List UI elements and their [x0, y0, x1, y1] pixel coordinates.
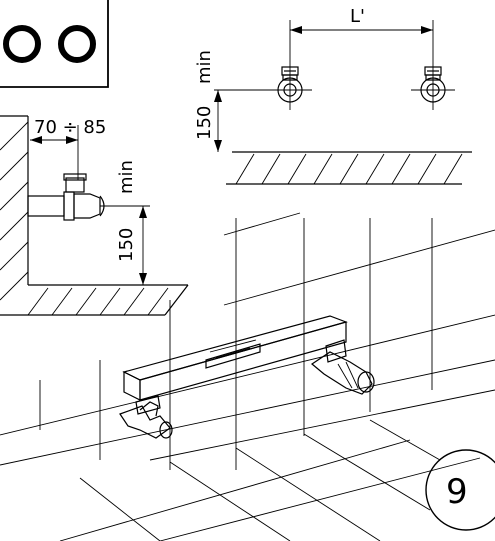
tile-wall-perspective: [0, 212, 495, 541]
valve-left-icon: [268, 65, 312, 110]
level-valve-left-icon: [119, 395, 173, 439]
step-number-badge: 9: [425, 449, 495, 531]
dim-l-prime: L': [350, 6, 365, 27]
dim-70-85: 70 ÷ 85: [34, 117, 106, 138]
top-right-detail: L' min 150: [194, 6, 472, 185]
spirit-level-icon: [122, 315, 348, 401]
dim-min-top: min: [194, 50, 215, 84]
step-number: 9: [446, 472, 468, 512]
valve-right-icon: [411, 65, 455, 110]
dim-150-top: 150: [194, 106, 215, 140]
dim-min-left: min: [116, 160, 137, 194]
level-valve-right-icon: [310, 339, 375, 395]
side-valve-icon: [27, 173, 150, 221]
dim-150-left: 150: [116, 228, 137, 262]
left-detail: 70 ÷ 85 min 150: [0, 115, 189, 316]
header-box: OO: [0, 0, 109, 88]
